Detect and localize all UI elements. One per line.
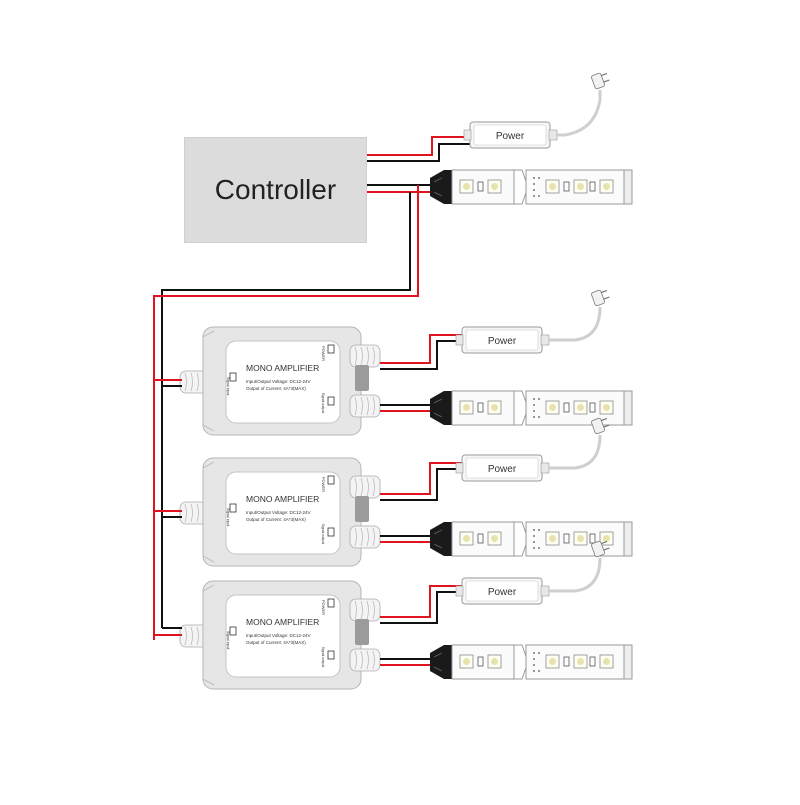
amplifier-title: MONO AMPLIFIER [246, 363, 319, 373]
controller-wiring [153, 136, 470, 640]
amplifier-label-panel [225, 471, 341, 555]
amplifier-signal-output: Signal output [321, 524, 325, 544]
amplifier-title: MONO AMPLIFIER [246, 494, 319, 504]
amplifier-spec-voltage: Input/Output Voltage: DC12-24V [246, 510, 311, 515]
amplifier-title: MONO AMPLIFIER [246, 617, 319, 627]
amplifier-spec-current: Output of Current: 4A*3(MAX) [246, 517, 306, 522]
top-plug-icon [590, 70, 612, 90]
amp-bus-taps [154, 379, 182, 636]
amplifier-power-supply: Power [455, 454, 550, 482]
amplifier-spec-current: Output of Current: 4A*3(MAX) [246, 386, 306, 391]
top-led-strip [429, 169, 633, 205]
amplifier-signal-output: Signal output [321, 393, 325, 413]
psu-label: Power [496, 131, 525, 142]
amplifier-power-port: POWER [321, 477, 326, 492]
amplifier-row-2: MONO AMPLIFIER Input/Output Voltage: DC12… [179, 415, 633, 567]
controller-label: Controller [214, 174, 337, 205]
amplifier-label-panel [225, 340, 341, 424]
amplifier-signal-output: Signal output [321, 647, 325, 667]
psu-label: Power [488, 587, 517, 598]
amplifier-signal-input: Signal input [226, 508, 230, 526]
amplifier-spec-voltage: Input/Output Voltage: DC12-24V [246, 633, 311, 638]
amplifier-signal-input: Signal input [226, 631, 230, 649]
plug-icon [590, 287, 612, 307]
amplifier-power-port: POWER [321, 600, 326, 615]
psu-label: Power [488, 464, 517, 475]
amplifier-row-1: MONO AMPLIFIER Input/Output Voltage: DC12… [179, 287, 633, 436]
amplifier-spec-current: Output of Current: 4A*3(MAX) [246, 640, 306, 645]
psu-label: Power [488, 336, 517, 347]
amplifier-power-port: POWER [321, 346, 326, 361]
amplifier-power-supply: Power [455, 577, 550, 605]
amplifier-signal-input: Signal input [226, 377, 230, 395]
amplifier-spec-voltage: Input/Output Voltage: DC12-24V [246, 379, 311, 384]
amplifier-power-supply: Power [455, 326, 550, 354]
top-ac-cable [557, 90, 602, 137]
led-strip [429, 644, 633, 680]
top-power-supply: Power [463, 121, 558, 149]
controller-box: Controller [184, 137, 367, 243]
amplifier-label-panel [225, 594, 341, 678]
amplifier-row-3: MONO AMPLIFIER Input/Output Voltage: DC12… [179, 538, 633, 690]
